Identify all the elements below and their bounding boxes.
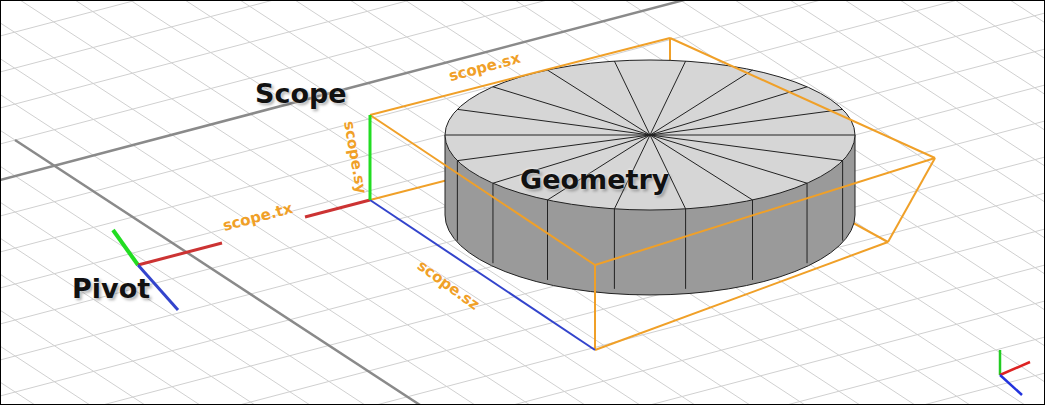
pivot-y-axis — [113, 230, 138, 265]
dimension-label: scope.tx — [221, 201, 294, 234]
stroke — [0, 140, 365, 405]
stroke — [1010, 0, 1045, 140]
stroke — [614, 209, 615, 289]
stroke — [0, 0, 70, 140]
stroke — [650, 70, 753, 135]
stroke — [75, 0, 290, 140]
stroke — [842, 161, 843, 241]
stroke — [650, 109, 843, 135]
heading-label: Geometry — [520, 166, 669, 193]
stroke — [445, 135, 650, 136]
stroke — [130, 0, 345, 140]
stroke — [0, 265, 1045, 405]
stroke — [900, 0, 1045, 140]
scope-box-front — [370, 38, 935, 350]
stroke — [493, 87, 650, 135]
heading-label: Scope — [255, 80, 347, 107]
stroke — [0, 337, 1045, 405]
scope-x-axis — [305, 200, 370, 217]
axis-icon — [1000, 350, 1030, 395]
stroke — [650, 135, 807, 183]
scope-z-axis — [370, 200, 595, 350]
scope-y-axis — [369, 115, 372, 200]
stroke — [0, 0, 180, 140]
stroke — [20, 0, 235, 140]
dimension-label: scope.sy — [341, 120, 369, 195]
stroke — [457, 109, 650, 135]
stroke — [0, 0, 125, 140]
stroke — [845, 0, 1045, 140]
stroke — [807, 183, 808, 263]
stroke — [0, 140, 200, 405]
stroke — [650, 135, 843, 161]
dimension-label: scope.sz — [415, 258, 482, 313]
stroke — [185, 0, 400, 140]
stroke — [685, 209, 686, 289]
stroke — [70, 140, 475, 405]
heading-label: Pivot — [72, 275, 150, 302]
stroke — [614, 61, 650, 135]
stroke — [650, 87, 807, 135]
stroke — [0, 0, 15, 140]
stroke — [492, 183, 493, 263]
stroke — [950, 140, 1045, 405]
stroke — [650, 135, 855, 136]
stroke — [0, 49, 1045, 324]
stroke — [895, 140, 1045, 405]
stroke — [752, 200, 753, 280]
pivot-x-axis — [138, 243, 222, 265]
stroke — [0, 0, 1045, 216]
stroke — [457, 135, 650, 161]
stroke — [0, 301, 1045, 405]
stroke — [955, 0, 1045, 140]
stroke — [0, 140, 145, 405]
stroke — [0, 140, 310, 405]
stroke — [840, 140, 1045, 405]
cylinder-geometry — [445, 60, 855, 295]
stroke — [0, 0, 1045, 72]
stroke — [547, 200, 548, 280]
